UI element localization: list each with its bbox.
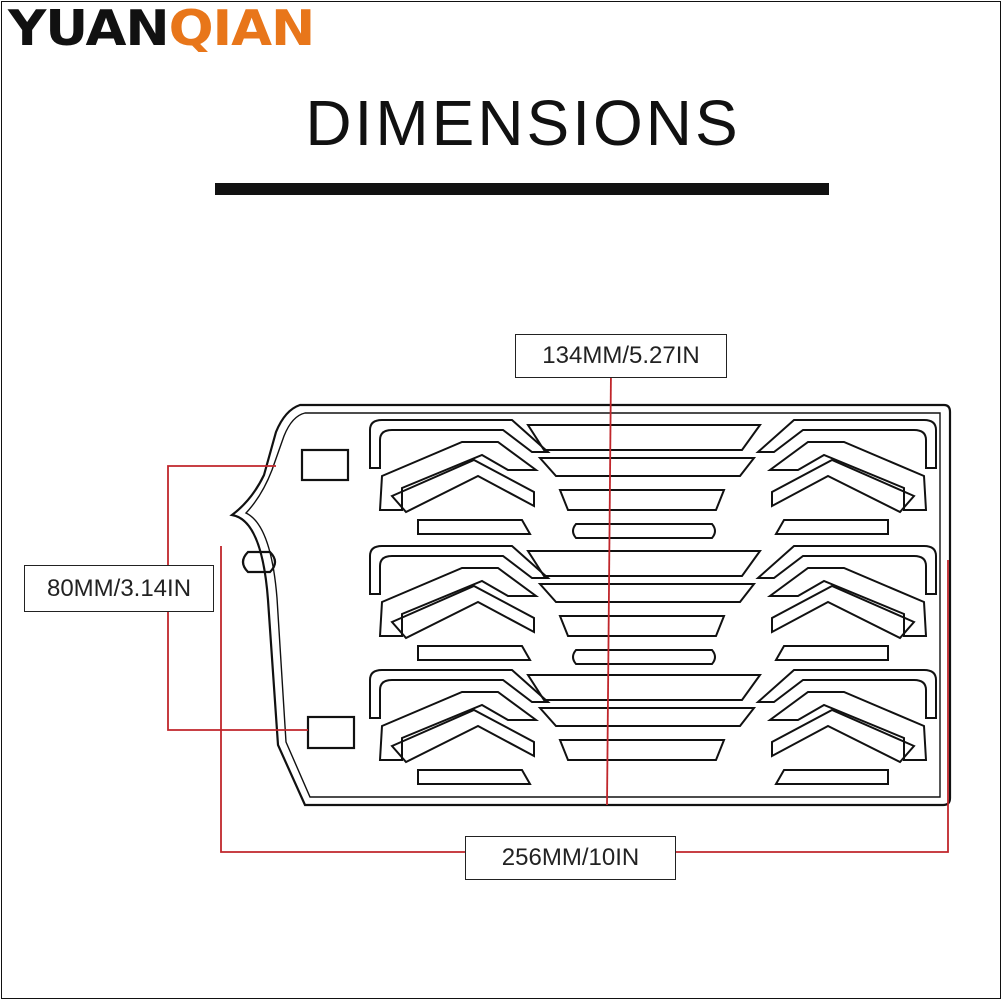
side-oval-hole bbox=[241, 550, 277, 574]
width-dimension-line-right bbox=[676, 560, 949, 853]
brand-logo: YUANQIAN bbox=[8, 1, 316, 57]
brand-logo-part1: YUAN bbox=[8, 1, 170, 57]
brand-logo-part2: QIAN bbox=[168, 1, 316, 57]
grille-pattern bbox=[369, 419, 937, 785]
width-dimension-line bbox=[220, 546, 466, 853]
grille-band bbox=[369, 545, 937, 665]
grille-band bbox=[369, 669, 937, 785]
radiator-guard-outline bbox=[229, 403, 952, 807]
mounting-slot-bottom bbox=[306, 715, 356, 750]
dimension-label-height: 80MM/3.14IN bbox=[24, 565, 214, 612]
dimension-label-top: 134MM/5.27IN bbox=[515, 334, 727, 378]
grille-band bbox=[369, 419, 937, 539]
page-title: DIMENSIONS bbox=[305, 87, 741, 159]
title-underline bbox=[215, 183, 829, 195]
dimension-label-bottom: 256MM/10IN bbox=[465, 836, 676, 880]
mounting-slot-top bbox=[300, 448, 350, 482]
center-dimension-line bbox=[606, 369, 612, 806]
